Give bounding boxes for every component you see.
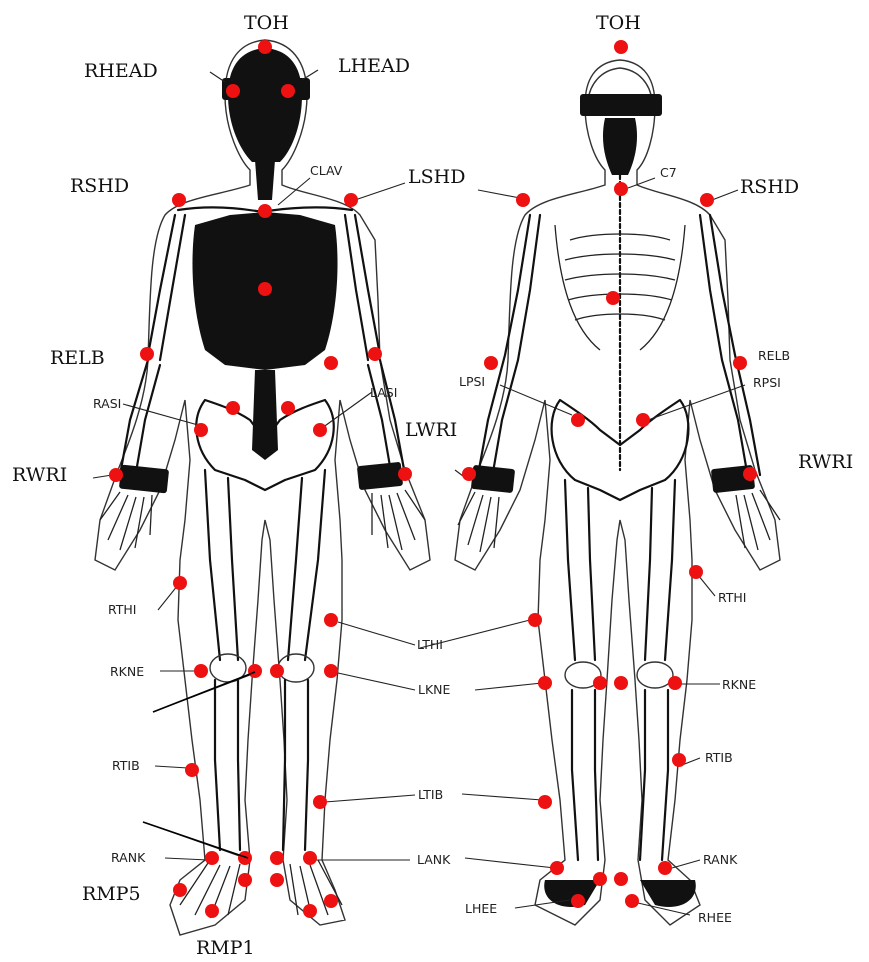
marker-lhead bbox=[281, 84, 295, 98]
marker-lpsi bbox=[571, 413, 585, 427]
marker-rtib-back bbox=[672, 753, 686, 767]
marker-toh-front bbox=[258, 40, 272, 54]
marker-lkne-med bbox=[270, 664, 284, 678]
marker-lhee bbox=[571, 894, 585, 908]
marker-t10 bbox=[606, 291, 620, 305]
marker-lthi-front bbox=[324, 613, 338, 627]
label-rkne-front: RKNE bbox=[110, 664, 144, 679]
label-lhee: LHEE bbox=[465, 901, 497, 916]
label-rshd-back: RSHD bbox=[740, 176, 799, 198]
marker-rhee bbox=[625, 894, 639, 908]
label-rtib-front: RTIB bbox=[112, 758, 140, 773]
marker-c7 bbox=[614, 182, 628, 196]
posterior-labels: TOH C7 RSHD RELB LPSI RPSI RWRI RTHI RKN… bbox=[459, 12, 853, 925]
label-clav: CLAV bbox=[310, 163, 343, 178]
marker-rmid-front bbox=[238, 873, 252, 887]
label-rmp1: RMP1 bbox=[196, 937, 255, 959]
label-rasi: RASI bbox=[93, 396, 121, 411]
marker-rpsi bbox=[636, 413, 650, 427]
marker-lank-med-back bbox=[593, 872, 607, 886]
marker-rkne-lat-back bbox=[668, 676, 682, 690]
label-rhee: RHEE bbox=[698, 910, 732, 925]
marker-lkne-lat-back bbox=[538, 676, 552, 690]
marker-lank-lat bbox=[303, 851, 317, 865]
label-relb-back: RELB bbox=[758, 348, 790, 363]
marker-strn bbox=[258, 282, 272, 296]
label-rpsi: RPSI bbox=[753, 375, 781, 390]
marker-lmp5 bbox=[324, 894, 338, 908]
label-rwri-back: RWRI bbox=[798, 451, 853, 473]
label-c7: C7 bbox=[660, 165, 677, 180]
label-lhead: LHEAD bbox=[338, 55, 410, 77]
marker-rthi-back bbox=[689, 565, 703, 579]
marker-lmp1 bbox=[303, 904, 317, 918]
marker-lank-lat-back bbox=[550, 861, 564, 875]
label-rthi-front: RTHI bbox=[108, 602, 137, 617]
marker-rshd-back bbox=[700, 193, 714, 207]
marker-lkne-med-back bbox=[593, 676, 607, 690]
marker-lwri-back bbox=[462, 467, 476, 481]
anterior-figure bbox=[95, 40, 430, 935]
marker-rthi-front bbox=[173, 576, 187, 590]
marker-rank-lat bbox=[205, 851, 219, 865]
marker-lshd-back bbox=[516, 193, 530, 207]
marker-lthi-back bbox=[528, 613, 542, 627]
marker-rshd-front bbox=[172, 193, 186, 207]
marker-lasi bbox=[313, 423, 327, 437]
label-rkne-back: RKNE bbox=[722, 677, 756, 692]
marker-lelb2-front bbox=[368, 347, 382, 361]
label-lpsi: LPSI bbox=[459, 374, 485, 389]
label-lwri: LWRI bbox=[405, 419, 457, 441]
marker-clav bbox=[258, 204, 272, 218]
marker-rwri-back bbox=[743, 467, 757, 481]
marker-lelb-front bbox=[324, 356, 338, 370]
marker-rkne-med-back bbox=[614, 676, 628, 690]
label-rtib-back: RTIB bbox=[705, 750, 733, 765]
label-lshd: LSHD bbox=[408, 166, 465, 188]
marker-rank-med-back bbox=[614, 872, 628, 886]
label-rhead: RHEAD bbox=[84, 60, 158, 82]
marker-rank-med bbox=[238, 851, 252, 865]
label-toh-back: TOH bbox=[596, 12, 641, 34]
marker-lasi-medial bbox=[281, 401, 295, 415]
marker-lshd bbox=[344, 193, 358, 207]
label-ltib: LTIB bbox=[418, 787, 443, 802]
marker-lank-med bbox=[270, 851, 284, 865]
marker-relb-front bbox=[140, 347, 154, 361]
label-lkne: LKNE bbox=[418, 682, 451, 697]
marker-rmp5 bbox=[173, 883, 187, 897]
marker-rwri-front bbox=[109, 468, 123, 482]
marker-relb-back bbox=[733, 356, 747, 370]
label-lasi: LASI bbox=[370, 385, 397, 400]
marker-toh-back bbox=[614, 40, 628, 54]
marker-lmid-front bbox=[270, 873, 284, 887]
label-toh-front: TOH bbox=[244, 12, 289, 34]
marker-rkne-med bbox=[248, 664, 262, 678]
marker-rkne-lat bbox=[194, 664, 208, 678]
marker-rank-lat-back bbox=[658, 861, 672, 875]
marker-lwri bbox=[398, 467, 412, 481]
label-lthi: LTHI bbox=[417, 637, 443, 652]
label-rwri-front: RWRI bbox=[12, 464, 67, 486]
label-rmp5: RMP5 bbox=[82, 883, 141, 905]
marker-rmp1 bbox=[205, 904, 219, 918]
marker-rasi bbox=[194, 423, 208, 437]
label-lank: LANK bbox=[417, 852, 451, 867]
marker-rasi-medial bbox=[226, 401, 240, 415]
marker-rhead bbox=[226, 84, 240, 98]
label-relb-front: RELB bbox=[50, 347, 105, 369]
label-rank-front: RANK bbox=[111, 850, 146, 865]
marker-lkne-lat bbox=[324, 664, 338, 678]
label-rshd-front: RSHD bbox=[70, 175, 129, 197]
marker-ltib-back bbox=[538, 795, 552, 809]
label-rthi-back: RTHI bbox=[718, 590, 747, 605]
marker-lelb-back bbox=[484, 356, 498, 370]
marker-ltib-front bbox=[313, 795, 327, 809]
marker-rtib-front bbox=[185, 763, 199, 777]
label-rank-back: RANK bbox=[703, 852, 738, 867]
